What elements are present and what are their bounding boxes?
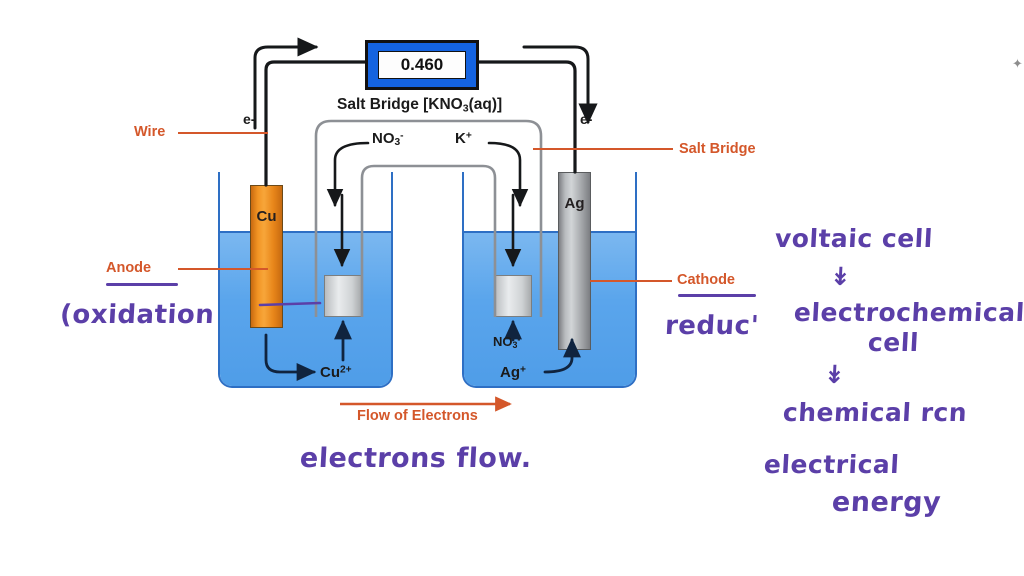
callout-salt-bridge: Salt Bridge [679, 141, 756, 157]
salt-bridge-tip-right [494, 275, 532, 317]
cathode-underline [678, 294, 756, 297]
anode-electrode-label: Cu [256, 208, 277, 225]
right-solution-ion-label: Ag+ [500, 364, 526, 381]
voltmeter-reading: 0.460 [400, 55, 444, 74]
right-solution-surface [464, 231, 635, 233]
sparkle-icon: ✦ [1012, 56, 1023, 71]
ag-ion-charge: + [520, 364, 526, 376]
handwriting-arrow-2: ↡ [823, 360, 847, 389]
callout-wire: Wire [134, 124, 166, 140]
callout-leader-lines [178, 132, 673, 412]
callout-anode: Anode [106, 260, 152, 276]
right-solution [464, 231, 635, 386]
arrow-potassium-to-right [487, 141, 529, 268]
cation-text: K [455, 130, 466, 147]
handwriting-electrochemical: electrochemical [793, 298, 1024, 327]
handwriting-electrons-flow: electrons flow. [299, 443, 533, 474]
anode-underline [106, 283, 178, 286]
anion-charge: - [400, 130, 404, 142]
no3-text: NO [493, 334, 513, 349]
handwritten-mark-cu [258, 301, 322, 307]
arrow-cu-oxidation [264, 333, 317, 381]
wire-right [477, 45, 598, 174]
ag-ion-text: Ag [500, 364, 520, 381]
salt-bridge-tip-left [324, 275, 362, 317]
salt-bridge-cation-label: K+ [455, 130, 472, 147]
arrow-ag-reduction [543, 337, 581, 374]
handwriting-energy: energy [831, 487, 942, 518]
salt-bridge-tube-inner [360, 164, 497, 317]
arrow-nitrate-to-left [326, 141, 370, 268]
cu-ion-text: Cu [320, 364, 340, 381]
cathode-electrode-ag: Ag [558, 172, 591, 350]
handwriting-oxidation: (oxidation [59, 300, 216, 330]
voltmeter[interactable]: 0.460 [365, 40, 479, 90]
callout-cathode: Cathode [677, 272, 735, 288]
left-solution-surface [220, 231, 391, 233]
electron-label-left: e- [243, 111, 256, 127]
salt-bridge-title: Salt Bridge [KNO3(aq)] [337, 96, 502, 114]
salt-bridge-anion-label: NO3- [372, 130, 404, 148]
no3-charge: - [517, 334, 521, 345]
electron-label-right: e- [580, 111, 593, 127]
handwriting-cell: cell [867, 328, 920, 357]
cathode-electrode-label: Ag [564, 195, 585, 212]
handwriting-chemical-rcn: chemical rcn [782, 398, 968, 427]
handwriting-electrical: electrical [763, 450, 901, 479]
right-beaker-nitrate-label: NO3- [493, 334, 520, 350]
handwriting-arrow-1: ↡ [829, 262, 853, 291]
salt-bridge-title-prefix: Salt Bridge [KNO [337, 96, 463, 113]
cation-charge: + [465, 130, 472, 142]
handwriting-voltaic-cell: voltaic cell [774, 224, 934, 253]
salt-bridge-title-suffix: (aq)] [468, 96, 503, 113]
wire-left [253, 37, 367, 187]
callout-flow-of-electrons: Flow of Electrons [357, 408, 478, 424]
salt-bridge-title-sub: 3 [462, 102, 469, 115]
handwriting-reduction: reduc' [664, 311, 760, 341]
cu-ion-charge: 2+ [340, 364, 352, 376]
anion-sub: 3 [394, 137, 401, 149]
anion-text: NO [372, 130, 395, 147]
no3-sub: 3 [512, 339, 518, 350]
left-solution-ion-label: Cu2+ [320, 364, 352, 381]
voltmeter-display: 0.460 [378, 51, 466, 79]
salt-bridge-tube-outer [314, 119, 543, 317]
